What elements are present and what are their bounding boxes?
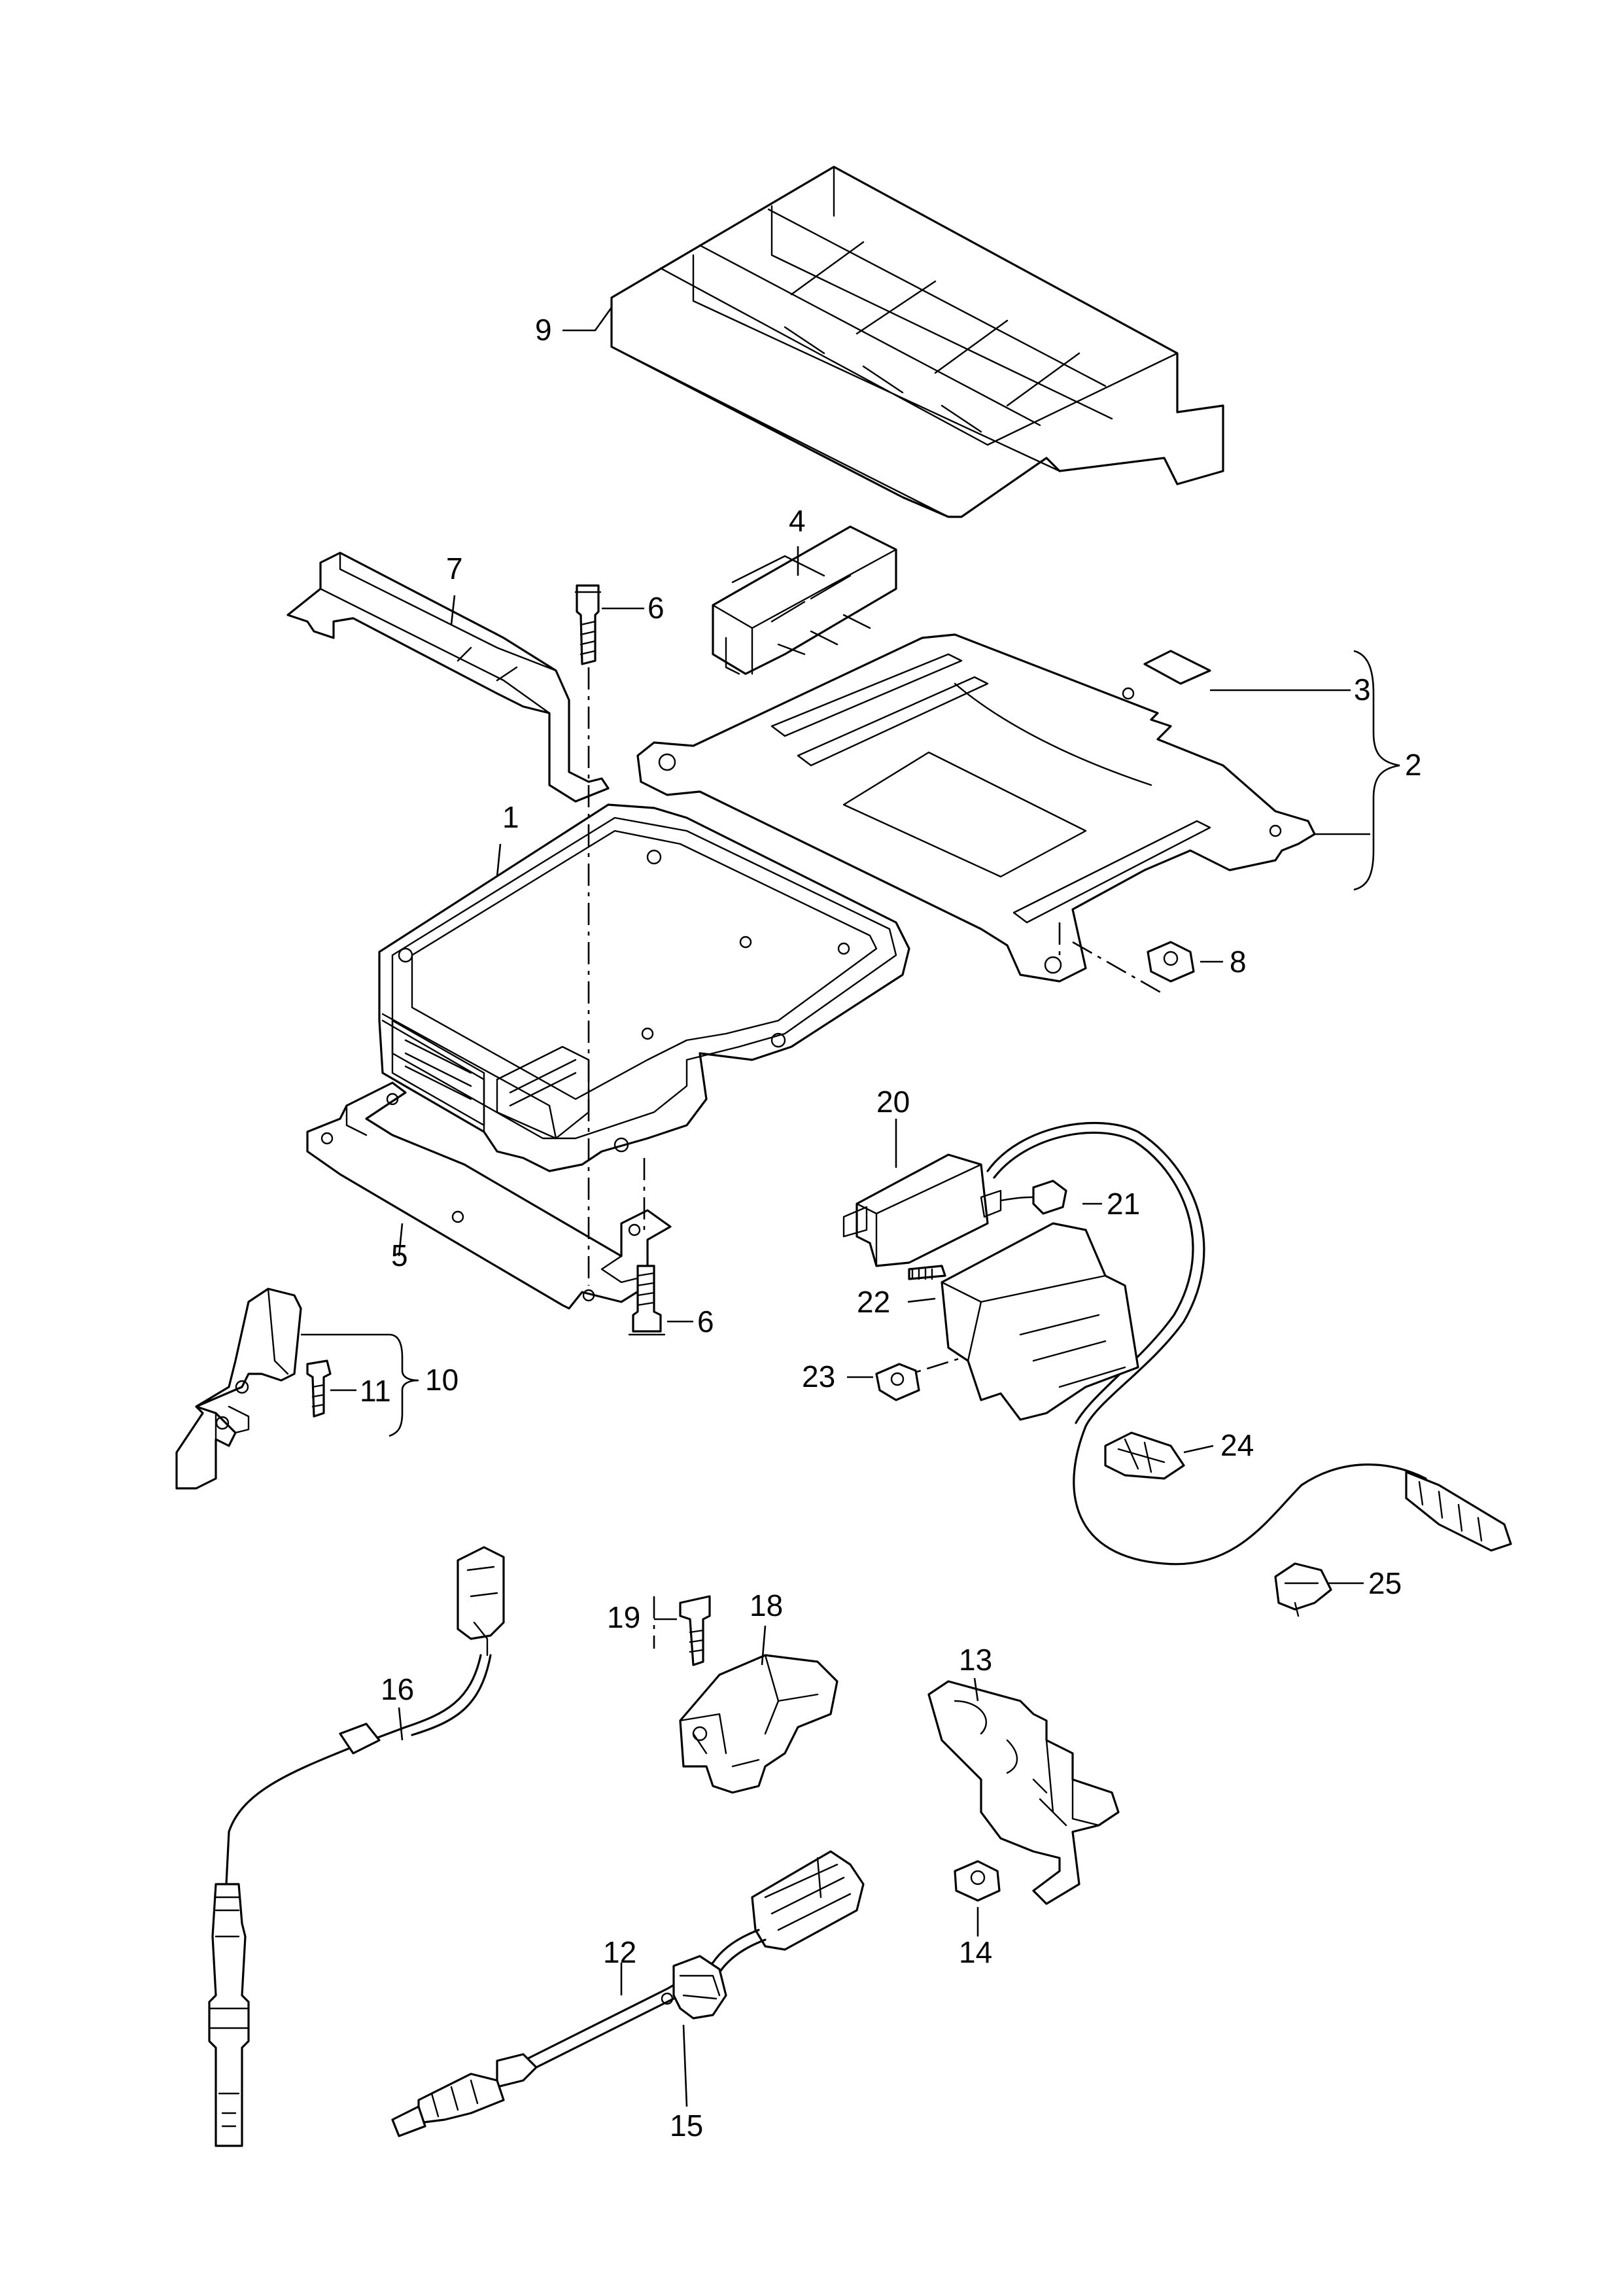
label-19: 19 [607, 1600, 640, 1634]
part-7-bracket [286, 552, 610, 803]
part-2-mounting-plate [636, 633, 1316, 983]
part-10-sensor [175, 1288, 332, 1490]
leader-lines [301, 307, 1400, 2107]
label-2: 2 [1405, 748, 1422, 782]
label-21: 21 [1107, 1187, 1140, 1221]
label-10: 10 [425, 1363, 458, 1397]
label-18: 18 [750, 1588, 783, 1622]
label-12: 12 [603, 1935, 636, 1969]
part-8-nut [1147, 941, 1195, 983]
part-1-ecu [378, 803, 910, 1172]
label-9: 9 [535, 313, 552, 347]
callout-labels: 1 2 3 4 5 6 6 7 8 9 10 11 12 13 14 15 16… [360, 313, 1422, 2143]
label-23: 23 [802, 1359, 835, 1393]
label-25: 25 [1368, 1566, 1402, 1600]
part-16-temperature-sensor [208, 1546, 505, 2147]
label-20: 20 [876, 1085, 910, 1119]
label-15: 15 [670, 2109, 703, 2143]
label-13: 13 [959, 1643, 992, 1677]
label-22: 22 [857, 1285, 890, 1319]
part-6-bolt-bottom [628, 1265, 666, 1336]
part-6-bolt-top [574, 584, 602, 665]
label-24: 24 [1220, 1428, 1254, 1462]
label-5: 5 [391, 1238, 408, 1272]
label-16: 16 [381, 1672, 414, 1706]
label-4: 4 [789, 504, 806, 538]
part-5-lower-bracket [306, 1081, 672, 1310]
label-6a: 6 [648, 591, 665, 625]
label-7: 7 [446, 552, 463, 586]
part-18-pressure-sensor [679, 1595, 838, 1794]
label-3: 3 [1354, 673, 1371, 707]
label-11: 11 [360, 1374, 391, 1408]
label-1: 1 [502, 800, 519, 834]
part-20-control-module-assembly [842, 1121, 1512, 1617]
part-9-cover [610, 166, 1224, 518]
label-14: 14 [959, 1935, 992, 1969]
part-12-lambda-probe [391, 1850, 865, 2137]
part-4-connector [712, 525, 897, 675]
part-13-bracket [927, 1680, 1120, 1905]
label-6b: 6 [697, 1305, 714, 1339]
label-8: 8 [1230, 945, 1247, 979]
